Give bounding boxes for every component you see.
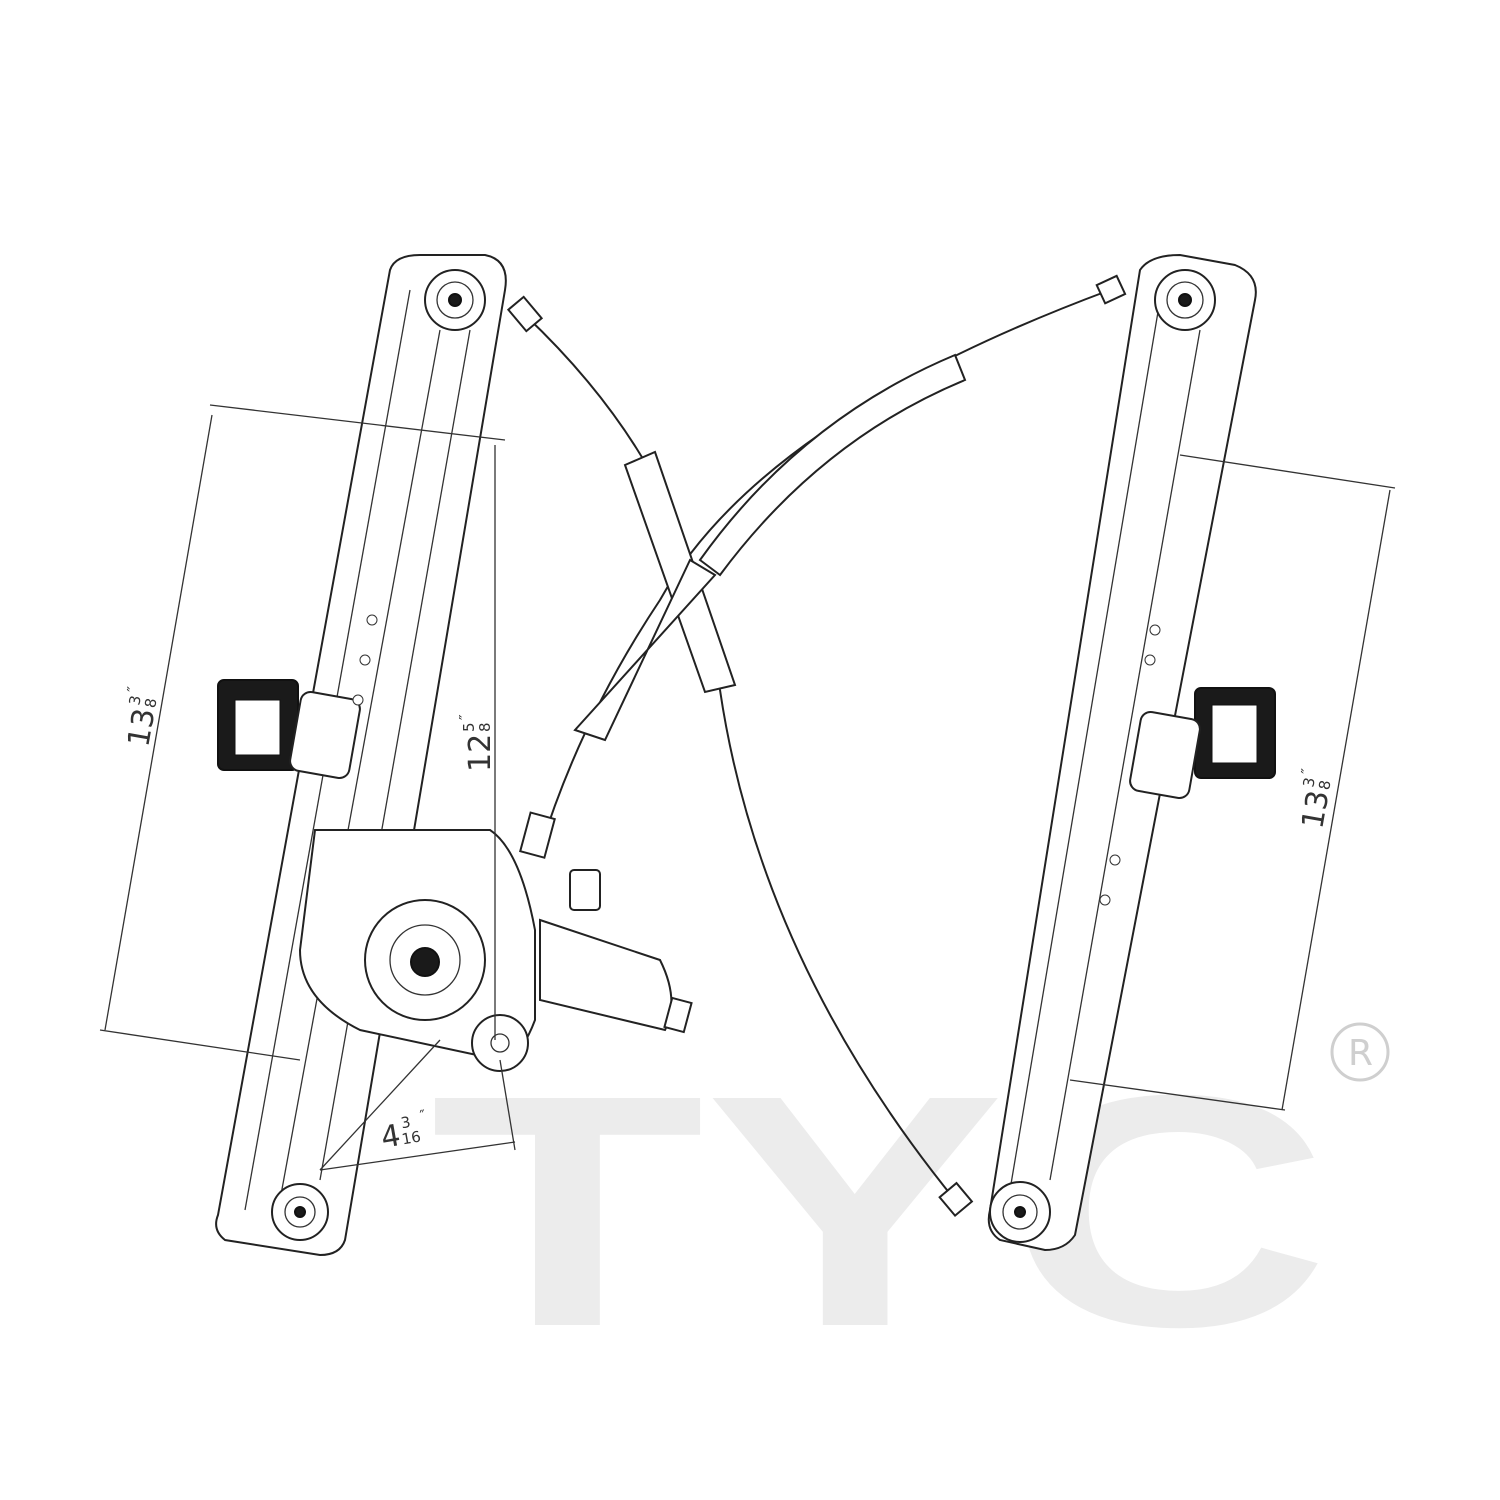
dim-whole: 12 xyxy=(463,734,498,772)
dim-numerator: 3 xyxy=(399,1113,412,1132)
dimension-motor-offset: 4 3 16 ″ xyxy=(378,1106,427,1156)
cable-sleeve-right-lower xyxy=(573,558,717,742)
dim-denominator: 8 xyxy=(476,722,494,732)
dim-unit: ″ xyxy=(418,1106,427,1125)
dim-numerator: 3 xyxy=(125,694,144,707)
motor-assembly xyxy=(298,811,693,1072)
dim-numerator: 3 xyxy=(1299,776,1318,789)
registered-mark: R xyxy=(1348,1033,1373,1074)
dim-denominator: 8 xyxy=(141,697,160,710)
watermark-text: TYC xyxy=(430,1026,1330,1395)
dim-unit: ″ xyxy=(124,685,143,694)
dim-unit: ″ xyxy=(456,714,474,720)
tyc-watermark: TYC R xyxy=(430,1022,1390,1395)
motor-housing xyxy=(539,918,673,1032)
dim-whole: 4 xyxy=(378,1118,403,1156)
cables xyxy=(506,274,1127,1218)
dimension-right-rail: 13 3 8 ″ xyxy=(1295,767,1336,832)
dim-whole: 13 xyxy=(121,706,162,750)
registered-mark-circle xyxy=(1330,1022,1390,1082)
dimension-left-rail: 13 3 8 ″ xyxy=(121,685,162,750)
dim-denominator: 16 xyxy=(400,1127,422,1148)
cable-sleeve-right-upper xyxy=(698,353,967,577)
right-rail xyxy=(987,253,1276,1252)
dimension-motor-height: 12 5 8 ″ xyxy=(456,714,498,772)
dim-denominator: 8 xyxy=(1315,779,1334,792)
dimension-lines xyxy=(99,404,1396,1171)
dim-unit: ″ xyxy=(1298,767,1317,776)
left-rail xyxy=(215,254,507,1257)
dim-whole: 13 xyxy=(1295,788,1336,832)
dim-numerator: 5 xyxy=(460,722,478,732)
